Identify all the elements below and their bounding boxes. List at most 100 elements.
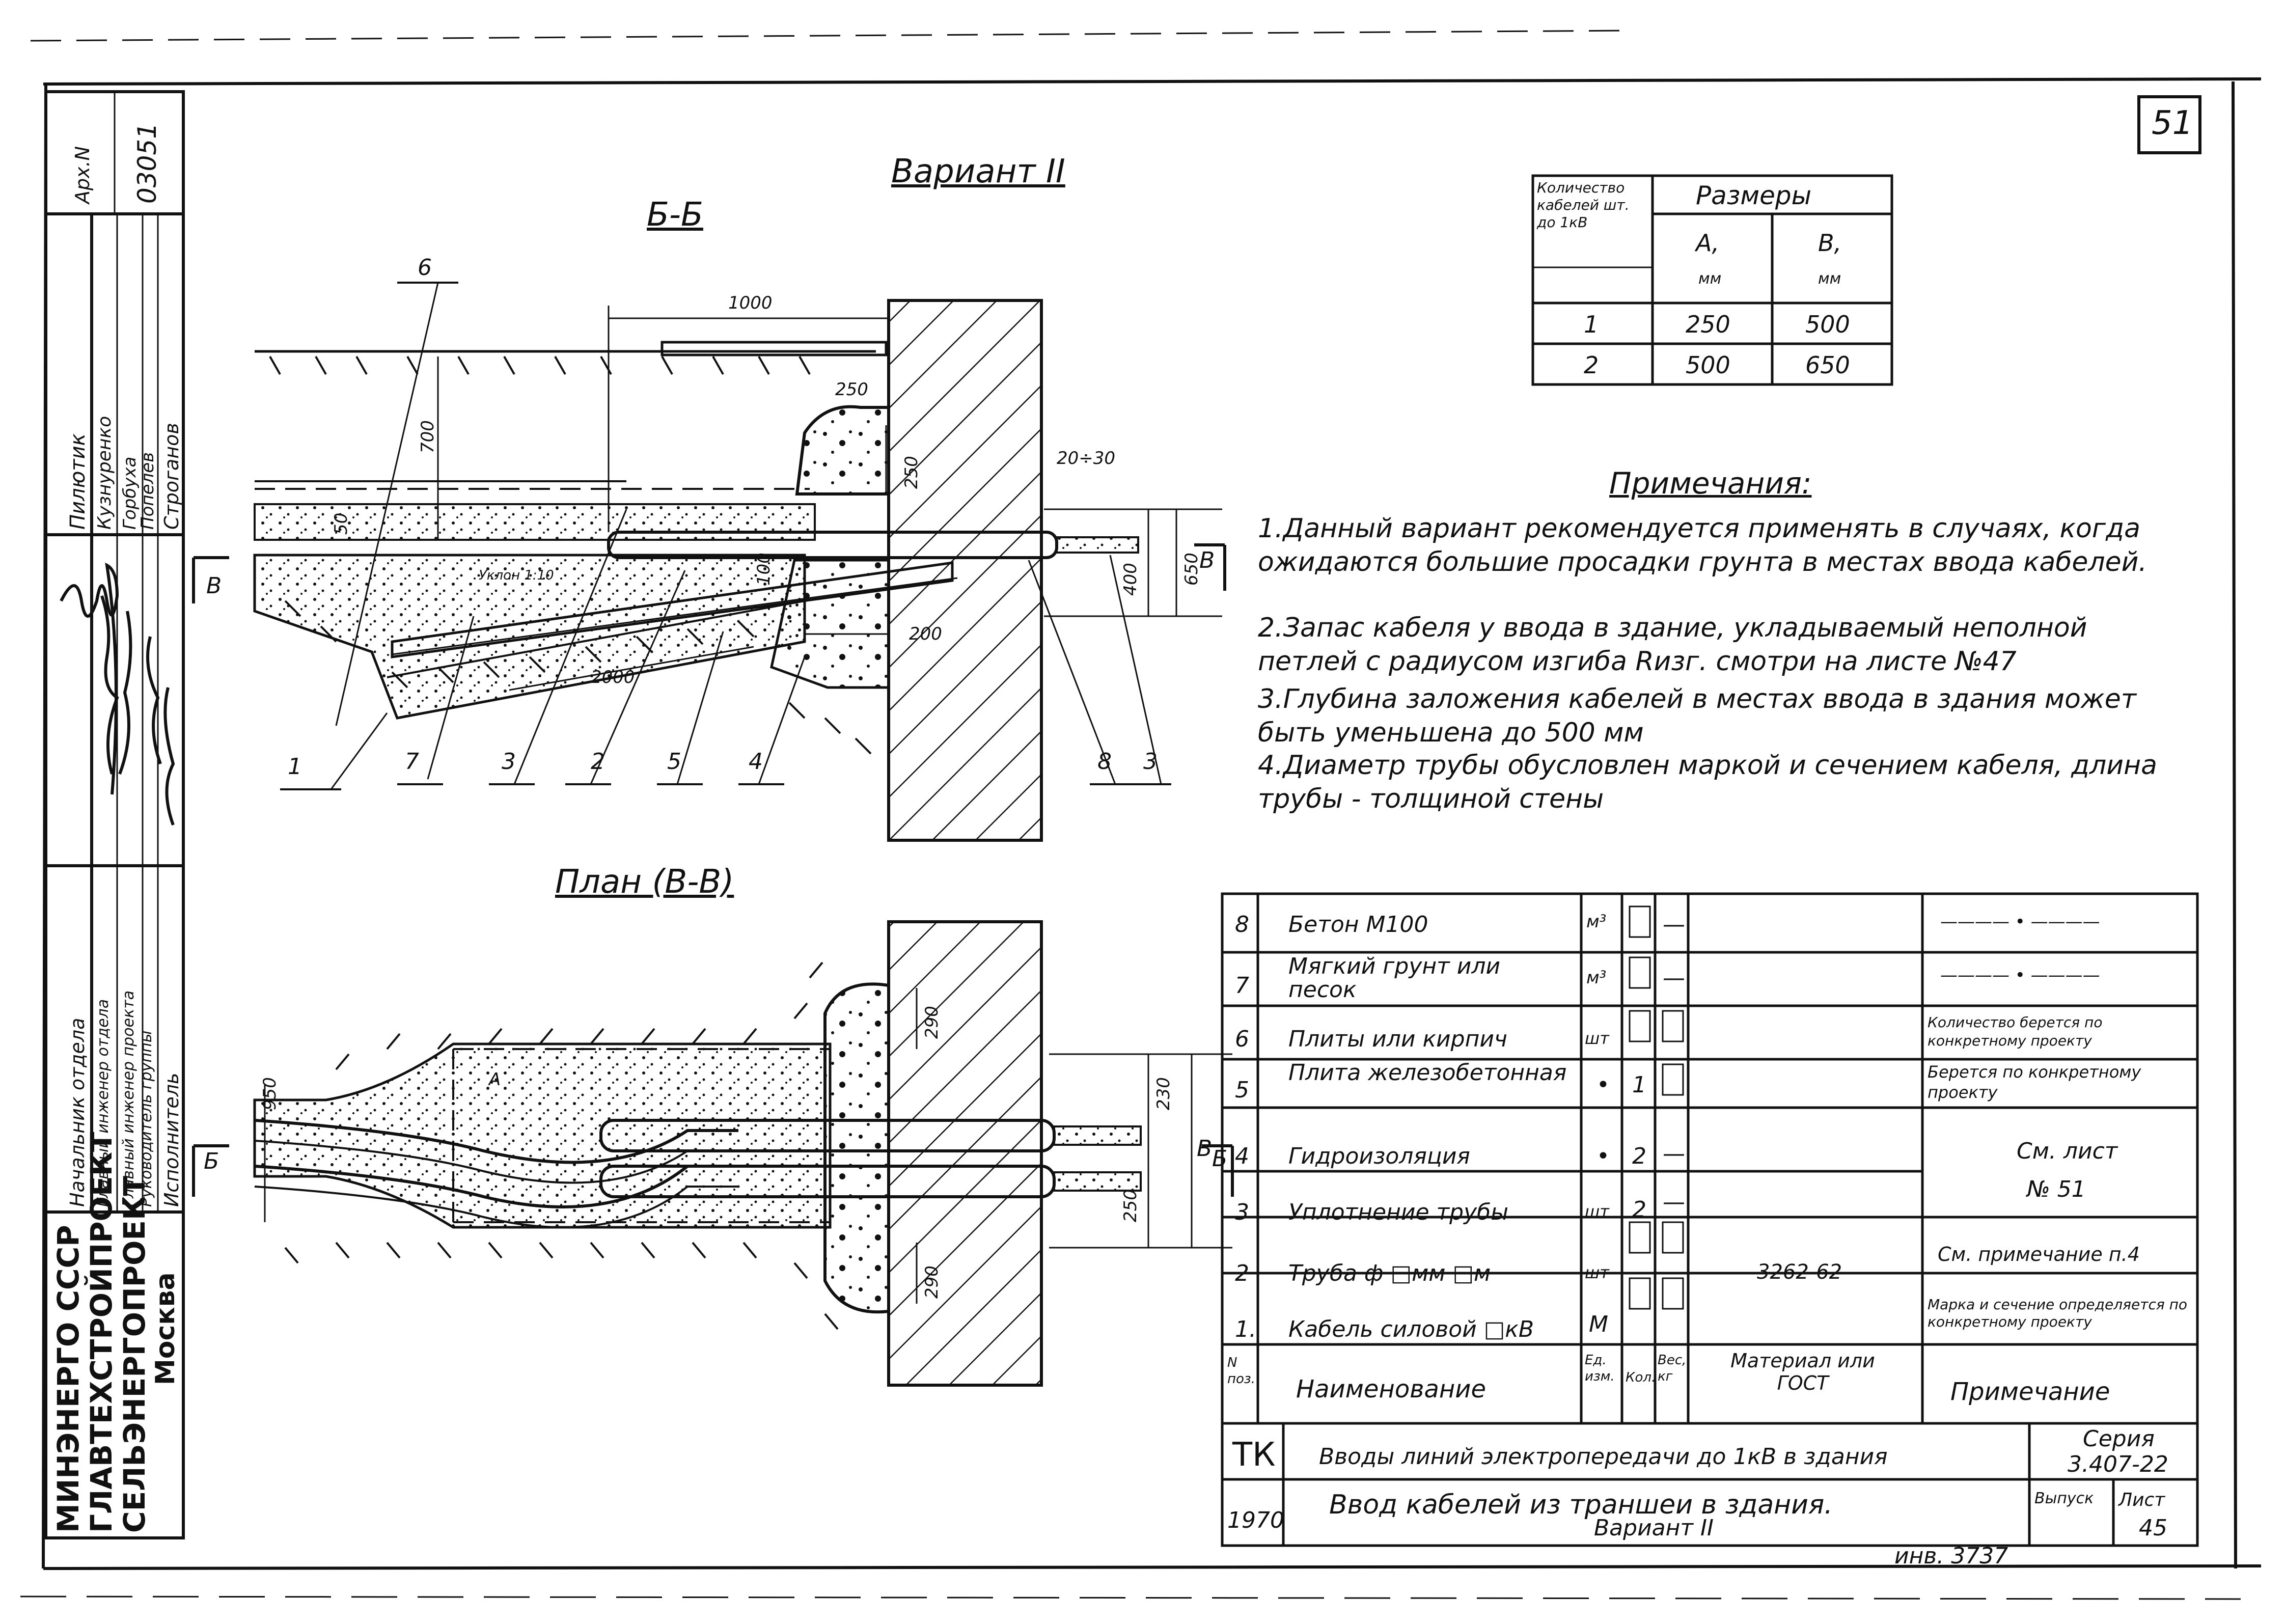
callout-3b: 3	[1143, 749, 1158, 775]
spec-header-pos: N поз.	[1227, 1355, 1255, 1387]
title-block-grid	[1221, 1422, 2199, 1547]
role-group-leader: Руководитель группы	[137, 1030, 155, 1207]
dim-table-row2-n: 2	[1584, 351, 1599, 379]
title-sheet-value: 45	[2139, 1515, 2167, 1541]
name-4: Попелев	[137, 452, 158, 530]
dim-400: 400	[1120, 563, 1141, 596]
dim-200: 200	[909, 624, 942, 644]
spec-wt-7: —	[1663, 965, 1685, 991]
callout-1: 1	[288, 754, 302, 780]
spec-note-2: См. примечание п.4	[1938, 1243, 2140, 1265]
dim-table-row1-A: 250	[1686, 311, 1730, 338]
callout-6: 6	[418, 255, 432, 281]
title-sheet-label: Лист	[2118, 1490, 2165, 1510]
dim-table-col-B: В,	[1818, 229, 1842, 257]
spec-pos-4: 4	[1235, 1143, 1249, 1169]
title-inv: инв. 3737	[1894, 1543, 2008, 1569]
name-3: Горбуха	[120, 456, 140, 530]
section-title: Б-Б	[647, 196, 703, 234]
dim-20-30: 20÷30	[1057, 448, 1116, 469]
org-institute: СЕЛЬЭНЕРГОПРОЕКТ	[117, 1175, 152, 1533]
name-5: Строганов	[160, 423, 183, 530]
spec-pos-6: 6	[1235, 1026, 1249, 1052]
org-ministry: МИНЭНЕРГО СССР	[51, 1225, 86, 1533]
spec-name-6: Плиты или кирпич	[1288, 1026, 1507, 1052]
callout-4: 4	[749, 749, 763, 775]
callout-5: 5	[667, 749, 681, 775]
title-line-2: Ввод кабелей из траншеи в здания.	[1329, 1490, 1833, 1520]
dim-table-header-main: Размеры	[1696, 181, 1812, 210]
spec-header-qty: Кол.	[1626, 1370, 1656, 1385]
spec-name-8: Бетон М100	[1288, 912, 1428, 938]
spec-mat-2: 3262-62	[1757, 1260, 1842, 1284]
spec-note-5: Берется по конкретному проекту	[1928, 1062, 2141, 1102]
spec-unit-5: •	[1596, 1072, 1610, 1098]
section-drawing	[192, 282, 1226, 842]
spec-name-2: Труба ф □мм □м	[1288, 1260, 1491, 1286]
signatures	[60, 562, 175, 826]
role-head-dept: Начальник отдела	[66, 1017, 89, 1207]
plan-dim-290-bottom: 290	[922, 1265, 942, 1299]
spec-name-5: Плита железобетонная	[1288, 1060, 1567, 1086]
spec-unit-4: •	[1596, 1143, 1610, 1169]
plan-dim-250: 250	[1120, 1189, 1141, 1222]
page-number-box	[2137, 95, 2201, 154]
dim-650: 650	[1181, 553, 1202, 586]
plan-dim-290-top: 290	[922, 1006, 942, 1039]
dim-2000: 2000	[591, 667, 635, 687]
spec-wt-3: —	[1663, 1189, 1685, 1215]
spec-qty-4: 2	[1632, 1143, 1646, 1169]
title-year: 1970	[1227, 1507, 1284, 1533]
dim-table-row2-A: 500	[1686, 351, 1730, 379]
spec-qty-3: 2	[1632, 1197, 1646, 1223]
dim-50: 50	[331, 512, 351, 535]
spec-note-7: ———— • ————	[1940, 965, 2100, 985]
title-line-1: Вводы линий электропередачи до 1кВ в зда…	[1319, 1444, 1888, 1470]
plan-dim-230: 230	[1153, 1077, 1174, 1110]
dim-700: 700	[418, 420, 438, 453]
callout-2: 2	[591, 749, 605, 775]
spec-header-mat: Материал или ГОСТ	[1730, 1350, 1875, 1394]
spec-qty-5: 1	[1632, 1072, 1646, 1098]
role-chief-eng-project: Главный инженер проекта	[120, 990, 137, 1207]
variant-title: Вариант II	[891, 153, 1065, 190]
spec-table-grid	[1221, 892, 2199, 1425]
title-line-3: Вариант II	[1594, 1515, 1714, 1541]
section-mark-right: В	[1199, 547, 1215, 573]
spec-wt-8: —	[1663, 912, 1685, 938]
note-2: 2.Запас кабеля у ввода в здание, укладыв…	[1258, 613, 2087, 677]
spec-name-4: Гидроизоляция	[1288, 1143, 1470, 1169]
org-city: Москва	[150, 1272, 181, 1385]
dim-table-col-A: А,	[1696, 229, 1720, 257]
callout-3a: 3	[502, 749, 516, 775]
spec-name-1: Кабель силовой □кВ	[1288, 1316, 1534, 1342]
dim-table-row1-n: 1	[1584, 311, 1599, 338]
arch-label: Арх.N	[71, 146, 94, 204]
section-mark-left: В	[206, 573, 222, 599]
plan-dim-A: А	[489, 1069, 501, 1090]
spec-unit-1: М	[1589, 1311, 1608, 1337]
arch-value: 03051	[132, 122, 162, 204]
spec-name-3: Уплотнение трубы	[1288, 1199, 1508, 1225]
spec-unit-8: м³	[1586, 912, 1607, 932]
spec-pos-7: 7	[1235, 973, 1249, 999]
plan-mark-right: Б	[1212, 1146, 1228, 1172]
note-4: 4.Диаметр трубы обусловлен маркой и сече…	[1258, 750, 2157, 814]
spec-header-name: Наименование	[1296, 1375, 1486, 1403]
spec-unit-6: шт	[1585, 1029, 1609, 1048]
spec-wt-4: —	[1663, 1141, 1685, 1167]
spec-note-8: ———— • ————	[1940, 912, 2100, 932]
title-tk: ТК	[1232, 1436, 1276, 1474]
name-2: Кузнуренко	[94, 416, 115, 530]
callout-7: 7	[405, 749, 419, 775]
spec-note-3: № 51	[2027, 1176, 2086, 1202]
spec-note-6: Количество берется по конкретному проект…	[1928, 1014, 2103, 1049]
notes-title: Примечания:	[1609, 466, 1812, 501]
spec-header-wt: Вес, кг	[1658, 1353, 1687, 1384]
dim-100: 100	[754, 553, 774, 586]
spec-unit-3: шт	[1585, 1202, 1609, 1221]
dim-table-unit-B: мм	[1818, 270, 1841, 288]
spec-unit-2: шт	[1585, 1263, 1609, 1282]
spec-header-note: Примечание	[1950, 1378, 2110, 1406]
